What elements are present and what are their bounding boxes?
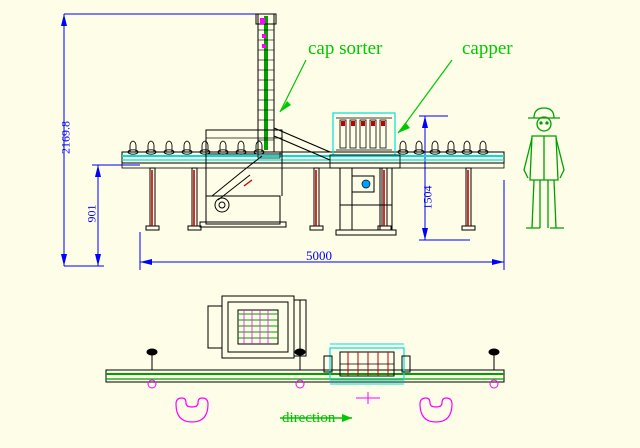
conveyor-side-view bbox=[121, 140, 505, 231]
dimension-overall-length: 5000 bbox=[306, 248, 332, 263]
plan-view bbox=[105, 295, 505, 423]
cap-sorter-machine bbox=[199, 13, 331, 228]
annotation-cap-sorter: cap sorter bbox=[308, 38, 383, 59]
annotation-capper: capper bbox=[462, 38, 513, 59]
annotation-leaders bbox=[279, 59, 453, 134]
human-figure-scale bbox=[523, 107, 565, 229]
capper-machine bbox=[329, 112, 401, 236]
annotation-direction: direction bbox=[282, 410, 336, 426]
dimension-capper-height: 1504 bbox=[420, 185, 435, 210]
direction-arrow bbox=[280, 414, 352, 422]
dimension-lines bbox=[61, 13, 505, 270]
dimension-conveyor-height: 901 bbox=[84, 204, 99, 223]
dimension-overall-height: 2169.8 bbox=[58, 121, 73, 154]
